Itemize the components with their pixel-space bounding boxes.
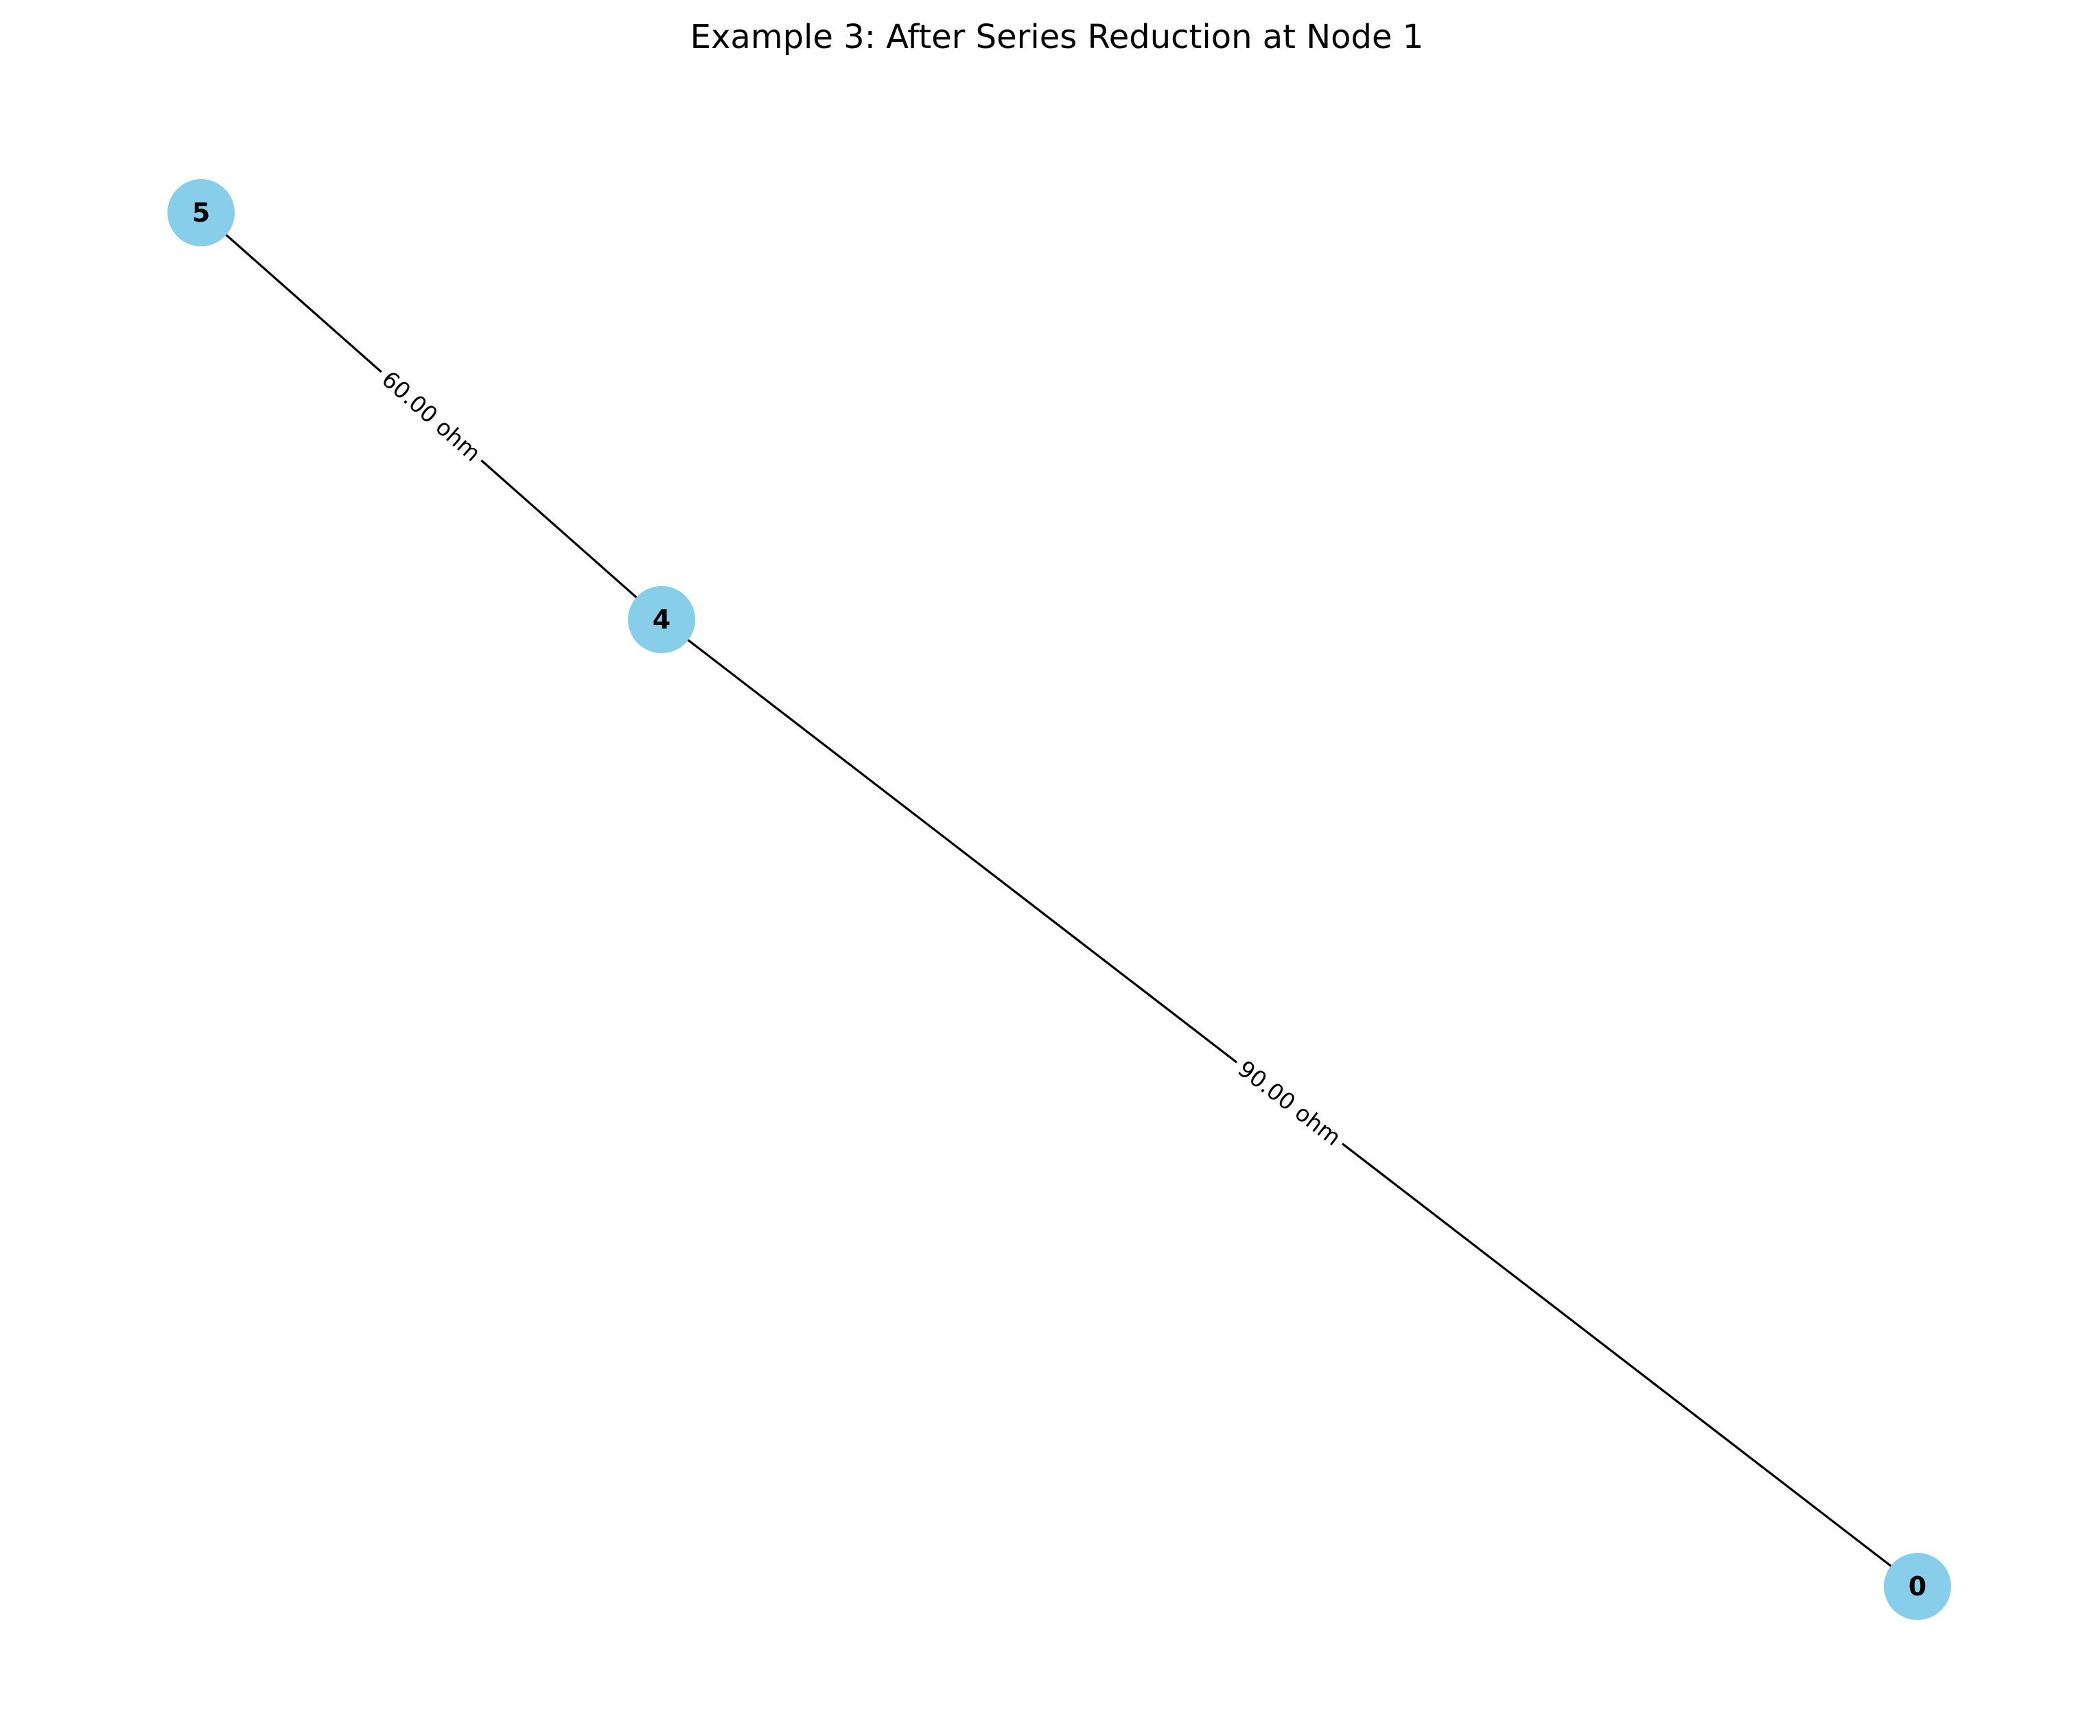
node-label: 4 — [653, 605, 670, 635]
node-circle — [167, 179, 235, 246]
edge-label-background — [372, 362, 491, 471]
node-label: 5 — [192, 198, 210, 228]
edge-label-background — [1228, 1051, 1351, 1155]
node-5: 5 — [167, 179, 235, 246]
node-0: 0 — [1884, 1553, 1951, 1620]
node-label: 0 — [1909, 1571, 1926, 1602]
diagram-title: Example 3: After Series Reduction at Nod… — [690, 18, 1424, 56]
node-4: 4 — [628, 586, 695, 653]
node-circle — [628, 586, 695, 653]
node-circle — [1884, 1553, 1951, 1620]
nodes-layer: 5 4 0 — [167, 179, 1951, 1620]
